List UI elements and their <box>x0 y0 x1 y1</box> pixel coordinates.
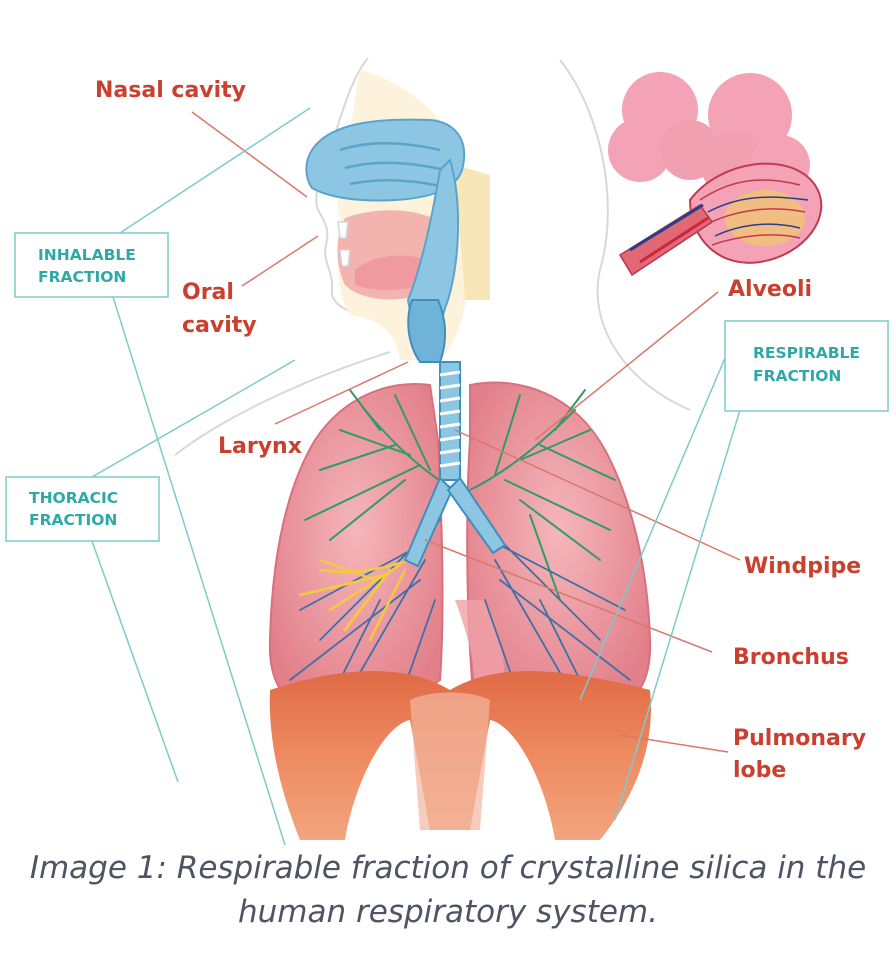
fraction-lines <box>91 107 741 846</box>
right-bronchus <box>446 476 507 555</box>
thoracic-fraction-box: THORACIC FRACTION <box>5 476 160 542</box>
inhalable-fraction-line1: INHALABLE <box>38 246 136 264</box>
respirable-fraction-line1: RESPIRABLE <box>753 344 860 362</box>
label-oral-cavity-line1: Oral <box>182 280 234 305</box>
label-leader-lines <box>191 111 741 753</box>
thoracic-fraction-line1: THORACIC <box>29 489 118 507</box>
larynx-shape <box>407 299 447 363</box>
windpipe-rings <box>439 370 461 468</box>
label-windpipe: Windpipe <box>744 554 861 579</box>
label-nasal-cavity: Nasal cavity <box>95 78 246 103</box>
label-pulmonary-lobe-line2: lobe <box>733 758 786 783</box>
bronchial-tree-yellow <box>298 558 412 642</box>
inhalable-fraction-line2: FRACTION <box>38 268 126 286</box>
label-oral-cavity-line2: cavity <box>182 313 257 338</box>
alveoli-inset <box>608 72 823 277</box>
inhalable-fraction-box: INHALABLE FRACTION <box>14 232 169 298</box>
diaphragm-center <box>410 692 490 830</box>
label-pulmonary-lobe-line1: Pulmonary <box>733 726 866 751</box>
respirable-fraction-line2: FRACTION <box>753 367 841 385</box>
nasal-conchae <box>339 141 446 188</box>
label-larynx: Larynx <box>218 434 302 459</box>
label-alveoli: Alveoli <box>728 277 812 302</box>
thoracic-fraction-line2: FRACTION <box>29 511 117 529</box>
left-bronchus <box>403 476 454 568</box>
respirable-fraction-box: RESPIRABLE FRACTION <box>724 320 889 412</box>
figure-caption: Image 1: Respirable fraction of crystall… <box>29 850 867 930</box>
head-silhouette <box>174 57 691 456</box>
teeth <box>337 221 351 267</box>
label-bronchus: Bronchus <box>733 645 849 670</box>
